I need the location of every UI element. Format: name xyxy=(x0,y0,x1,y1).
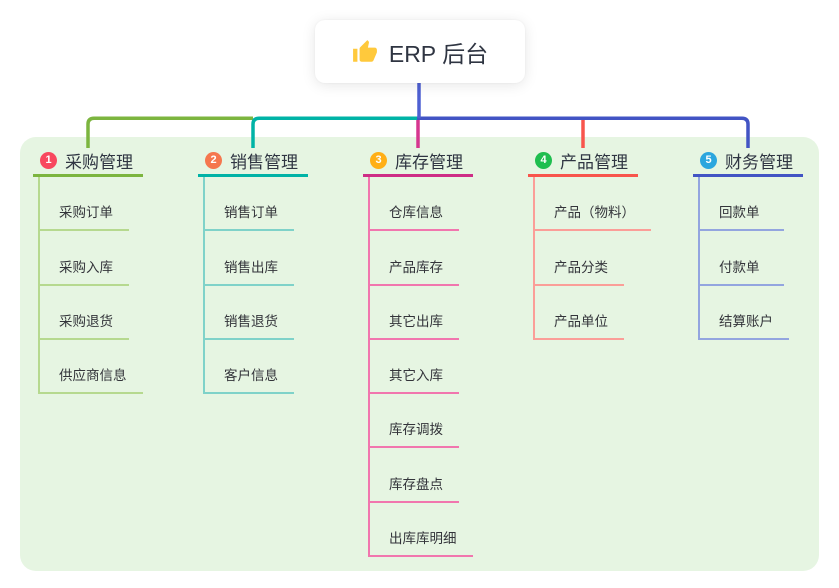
branch-node-4[interactable]: 4 产品管理 xyxy=(528,146,638,177)
child-node[interactable]: 产品库存 xyxy=(370,231,459,286)
child-node-label: 其它出库 xyxy=(389,313,443,329)
child-node-label: 回款单 xyxy=(719,205,760,221)
child-node-label: 客户信息 xyxy=(224,368,278,384)
branch-number-badge: 4 xyxy=(535,151,552,169)
child-node-label: 产品分类 xyxy=(554,259,608,275)
branch-children-5: 回款单付款单结算账户 xyxy=(698,177,789,340)
child-node-label: 销售订单 xyxy=(224,205,278,221)
branch-number-badge: 2 xyxy=(205,151,222,169)
child-node-label: 采购订单 xyxy=(59,205,113,221)
child-node-label: 供应商信息 xyxy=(59,368,127,384)
child-node[interactable]: 采购退货 xyxy=(40,286,129,340)
child-node[interactable]: 销售订单 xyxy=(205,177,294,232)
branch-label: 采购管理 xyxy=(65,152,133,172)
branches-panel xyxy=(20,137,819,571)
branch-label: 产品管理 xyxy=(560,152,628,172)
child-node-label: 销售退货 xyxy=(224,313,278,329)
child-node[interactable]: 销售出库 xyxy=(205,231,294,286)
child-node[interactable]: 库存盘点 xyxy=(370,448,459,503)
branch-number-badge: 1 xyxy=(40,151,57,169)
branch-children-2: 销售订单销售出库销售退货客户信息 xyxy=(203,177,294,395)
child-node[interactable]: 付款单 xyxy=(700,231,784,286)
branch-number-badge: 3 xyxy=(370,151,387,169)
root-node[interactable]: ERP 后台 xyxy=(315,20,525,83)
child-node-label: 出库库明细 xyxy=(389,531,457,547)
child-node-label: 付款单 xyxy=(719,259,760,275)
child-node[interactable]: 产品（物料） xyxy=(535,177,651,232)
child-node-label: 采购退货 xyxy=(59,313,113,329)
branch-label: 财务管理 xyxy=(725,152,793,172)
child-node[interactable]: 其它入库 xyxy=(370,340,459,395)
child-node-label: 其它入库 xyxy=(389,368,443,384)
branch-node-5[interactable]: 5 财务管理 xyxy=(693,146,803,177)
branch-children-3: 仓库信息产品库存其它出库其它入库库存调拨库存盘点出库库明细 xyxy=(368,177,473,558)
child-node[interactable]: 其它出库 xyxy=(370,286,459,340)
child-node[interactable]: 采购入库 xyxy=(40,231,129,286)
child-node[interactable]: 产品单位 xyxy=(535,286,624,340)
child-node-label: 库存盘点 xyxy=(389,476,443,492)
child-node[interactable]: 回款单 xyxy=(700,177,784,232)
root-node-label: ERP 后台 xyxy=(388,40,489,67)
branch-node-1[interactable]: 1 采购管理 xyxy=(33,146,143,177)
branch-children-1: 采购订单采购入库采购退货供应商信息 xyxy=(38,177,143,395)
child-node[interactable]: 仓库信息 xyxy=(370,177,459,232)
child-node[interactable]: 出库库明细 xyxy=(370,503,473,558)
child-node-label: 结算账户 xyxy=(719,313,773,329)
branch-label: 库存管理 xyxy=(395,152,463,172)
child-node[interactable]: 供应商信息 xyxy=(40,340,143,395)
child-node[interactable]: 库存调拨 xyxy=(370,394,459,449)
branch-node-3[interactable]: 3 库存管理 xyxy=(363,146,473,177)
child-node-label: 库存调拨 xyxy=(389,422,443,438)
child-node-label: 采购入库 xyxy=(59,259,113,275)
child-node-label: 产品单位 xyxy=(554,313,608,329)
child-node-label: 仓库信息 xyxy=(389,205,443,221)
branch-label: 销售管理 xyxy=(230,152,298,172)
branch-number-badge: 5 xyxy=(700,151,717,169)
branch-children-4: 产品（物料） 产品分类产品单位 xyxy=(533,177,651,340)
branch-node-2[interactable]: 2 销售管理 xyxy=(198,146,308,177)
child-node-label: 销售出库 xyxy=(224,259,278,275)
child-node-label: 产品库存 xyxy=(389,259,443,275)
child-node[interactable]: 销售退货 xyxy=(205,286,294,340)
child-node[interactable]: 产品分类 xyxy=(535,231,624,286)
child-node[interactable]: 结算账户 xyxy=(700,286,789,340)
thumbs-up-icon xyxy=(352,39,378,65)
child-node-label: 产品（物料） xyxy=(554,205,635,221)
child-node[interactable]: 采购订单 xyxy=(40,177,129,232)
child-node[interactable]: 客户信息 xyxy=(205,340,294,395)
